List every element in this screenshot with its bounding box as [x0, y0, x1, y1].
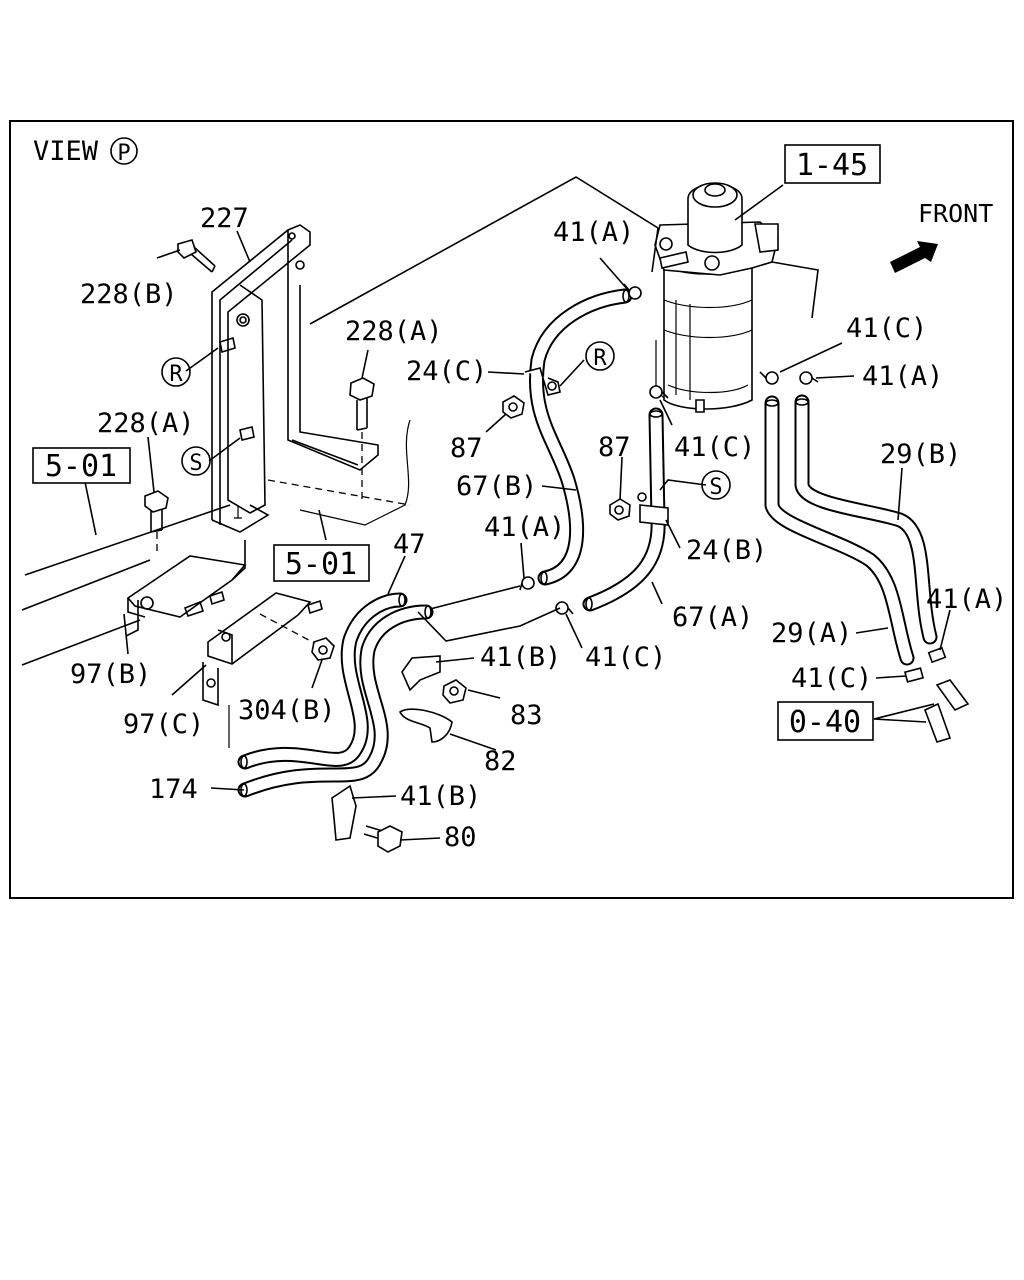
- label-41a-mid: 41(A): [484, 512, 565, 543]
- hose-47: [237, 592, 408, 770]
- marker-r-right: R: [585, 341, 615, 371]
- bracket-97c: [202, 592, 323, 748]
- label-228b: 228(B): [80, 279, 178, 310]
- view-label: VIEW: [33, 136, 99, 167]
- label-41c-right: 41(C): [846, 313, 927, 344]
- svg-text:S: S: [189, 451, 202, 476]
- label-41c-filter: 41(C): [674, 432, 755, 463]
- label-97b: 97(B): [70, 659, 151, 690]
- frame-break-line: [299, 419, 411, 526]
- label-41a-far: 41(A): [926, 584, 1007, 615]
- label-29a: 29(A): [771, 618, 852, 649]
- marker-r-left: R: [161, 357, 191, 387]
- frame-rail-line: [21, 619, 141, 666]
- leader-lines: [84, 176, 951, 841]
- clip-41b-low-icon: [331, 784, 357, 841]
- marker-s-right: S: [701, 470, 731, 500]
- label-47: 47: [393, 529, 426, 560]
- bolt-80-icon: [363, 825, 403, 853]
- label-1-45: 1-45: [796, 148, 868, 183]
- label-24c: 24(C): [406, 356, 487, 387]
- nut-87-right-icon: [609, 498, 631, 521]
- hose-174: [237, 604, 434, 798]
- label-67a: 67(A): [672, 602, 753, 633]
- label-304b: 304(B): [238, 695, 336, 726]
- nut-83-icon: [442, 679, 467, 704]
- diagram-frame: [9, 120, 1014, 899]
- label-0-40: 0-40: [789, 705, 861, 740]
- label-82: 82: [484, 746, 517, 777]
- clamp-41c-low-icon: [903, 667, 925, 683]
- label-24b: 24(B): [686, 535, 767, 566]
- ref-box-0-40: [777, 701, 874, 741]
- bolt-228a-center-icon: [349, 377, 375, 500]
- label-5-01-mid: 5-01: [285, 547, 357, 582]
- label-87-right: 87: [598, 432, 631, 463]
- label-87-left: 87: [450, 433, 483, 464]
- label-83: 83: [510, 700, 543, 731]
- label-67b: 67(B): [456, 471, 537, 502]
- label-41a-top: 41(A): [553, 217, 634, 248]
- stud-icon: [219, 336, 255, 441]
- ref-box-1-45: [784, 144, 881, 184]
- clamp-41c-filter-icon: [649, 385, 669, 399]
- clamp-41a-right-icon: [799, 371, 819, 385]
- fuel-filter-1-45: [654, 182, 779, 413]
- svg-text:S: S: [709, 475, 722, 500]
- hose-29a: [764, 395, 915, 666]
- label-97c: 97(C): [123, 709, 204, 740]
- clip-82-icon: [398, 708, 453, 743]
- label-228a-left: 228(A): [97, 408, 195, 439]
- label-228a-top: 228(A): [345, 316, 443, 347]
- pipe-0-40-icon: [923, 679, 970, 743]
- bracket-97b: [125, 540, 247, 637]
- label-174: 174: [149, 774, 198, 805]
- ref-box-5-01-left: [32, 447, 131, 484]
- clamp-41c-mid-icon: [555, 601, 574, 615]
- label-80: 80: [444, 822, 477, 853]
- hose-29b: [794, 394, 938, 645]
- bolt-228b-icon: [177, 239, 216, 273]
- view-marker-circle: [110, 137, 138, 165]
- label-41b-mid: 41(B): [480, 642, 561, 673]
- label-41c-mid: 41(C): [585, 642, 666, 673]
- hose-67b: [529, 288, 633, 586]
- clip-41b-mid-icon: [401, 655, 441, 692]
- label-5-01-left: 5-01: [45, 449, 117, 484]
- clamp-41a-far-icon: [927, 646, 947, 664]
- frame-rail-line: [24, 504, 231, 576]
- bolt-228a-left-icon: [144, 490, 169, 555]
- frame-dashed-line: [267, 479, 411, 506]
- nut-87-left-icon: [502, 395, 525, 419]
- bracket-227: [211, 224, 379, 533]
- label-227: 227: [200, 203, 249, 234]
- front-arrow-icon: [890, 241, 938, 273]
- hose-67a: [582, 407, 666, 612]
- label-29b: 29(B): [880, 439, 961, 470]
- front-label: FRONT: [918, 199, 993, 228]
- clamp-41a-mid-icon: [519, 576, 535, 591]
- clip-24c-icon: [524, 367, 561, 396]
- frame-rail-line: [21, 559, 151, 611]
- svg-text:R: R: [169, 362, 183, 387]
- label-41b-low: 41(B): [400, 781, 481, 812]
- svg-text:R: R: [593, 346, 607, 371]
- clamp-41c-right-icon: [759, 371, 779, 385]
- ref-box-5-01-mid: [273, 544, 370, 582]
- label-41a-right: 41(A): [862, 361, 943, 392]
- label-41c-low: 41(C): [791, 663, 872, 694]
- nut-304b-icon: [311, 637, 335, 661]
- view-marker: P: [117, 141, 130, 166]
- marker-s-left: S: [181, 446, 211, 476]
